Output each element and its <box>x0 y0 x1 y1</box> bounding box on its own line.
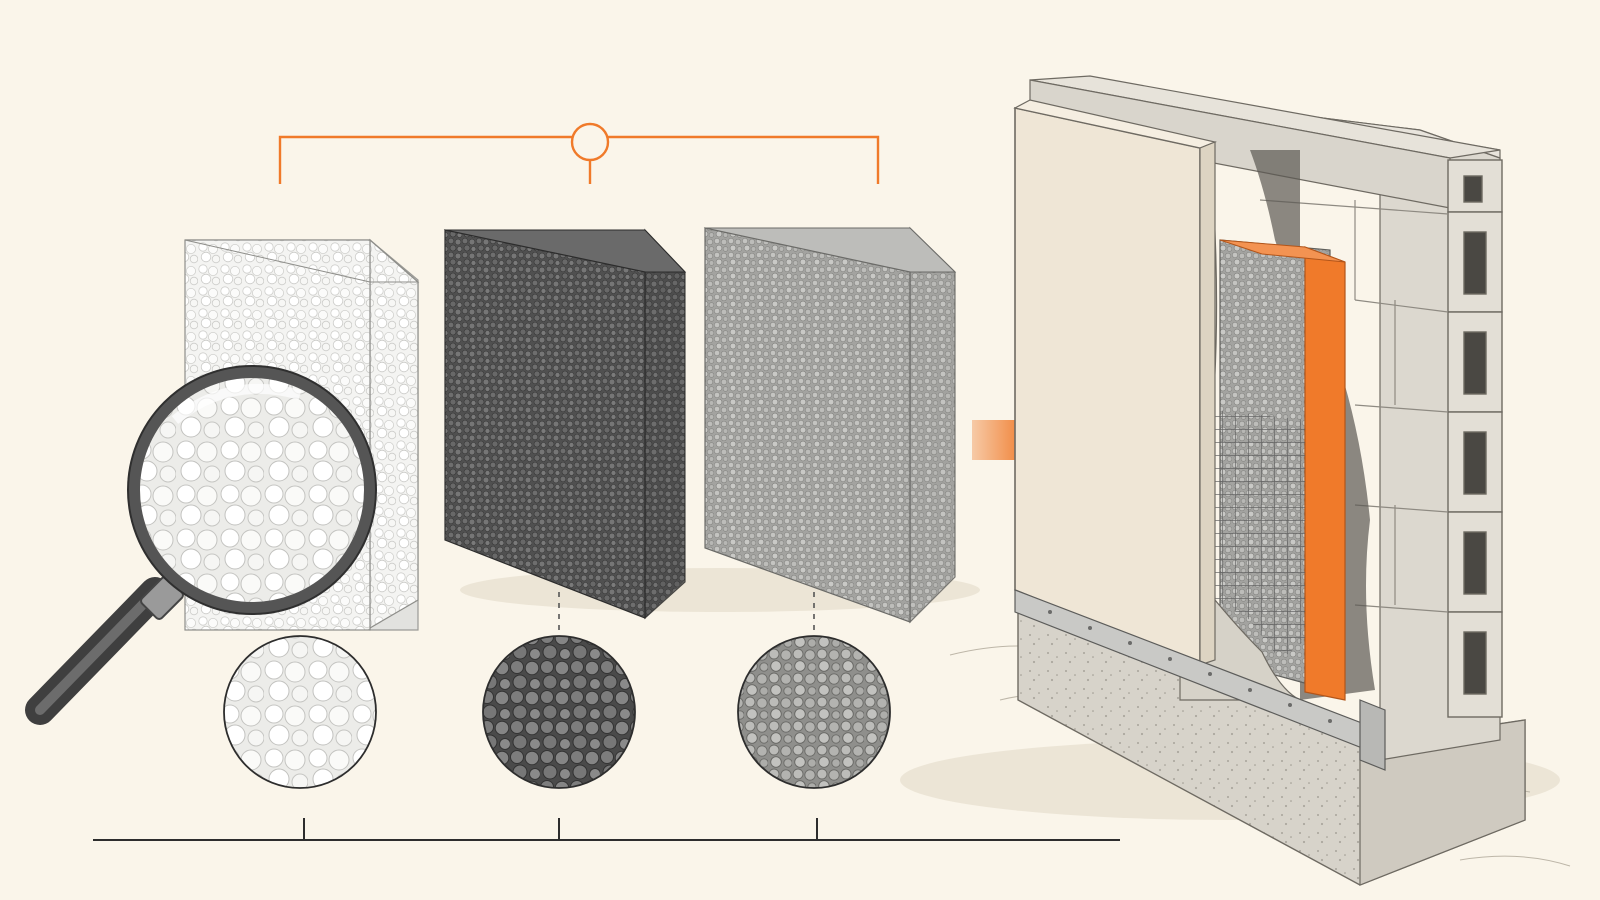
detail-circle-grey <box>737 635 891 789</box>
block-ends <box>1447 159 1503 718</box>
graphite-eps-board <box>443 228 687 620</box>
baseline-axis <box>93 818 1120 841</box>
wall-cross-section <box>949 75 1571 886</box>
grey-eps-board <box>703 226 957 624</box>
rail-holes <box>1048 610 1332 723</box>
bracket-connector-icon <box>278 122 880 184</box>
detail-circle-graphite <box>482 635 636 789</box>
detail-circle-white <box>223 635 377 789</box>
magnifying-glass-icon <box>25 365 377 725</box>
